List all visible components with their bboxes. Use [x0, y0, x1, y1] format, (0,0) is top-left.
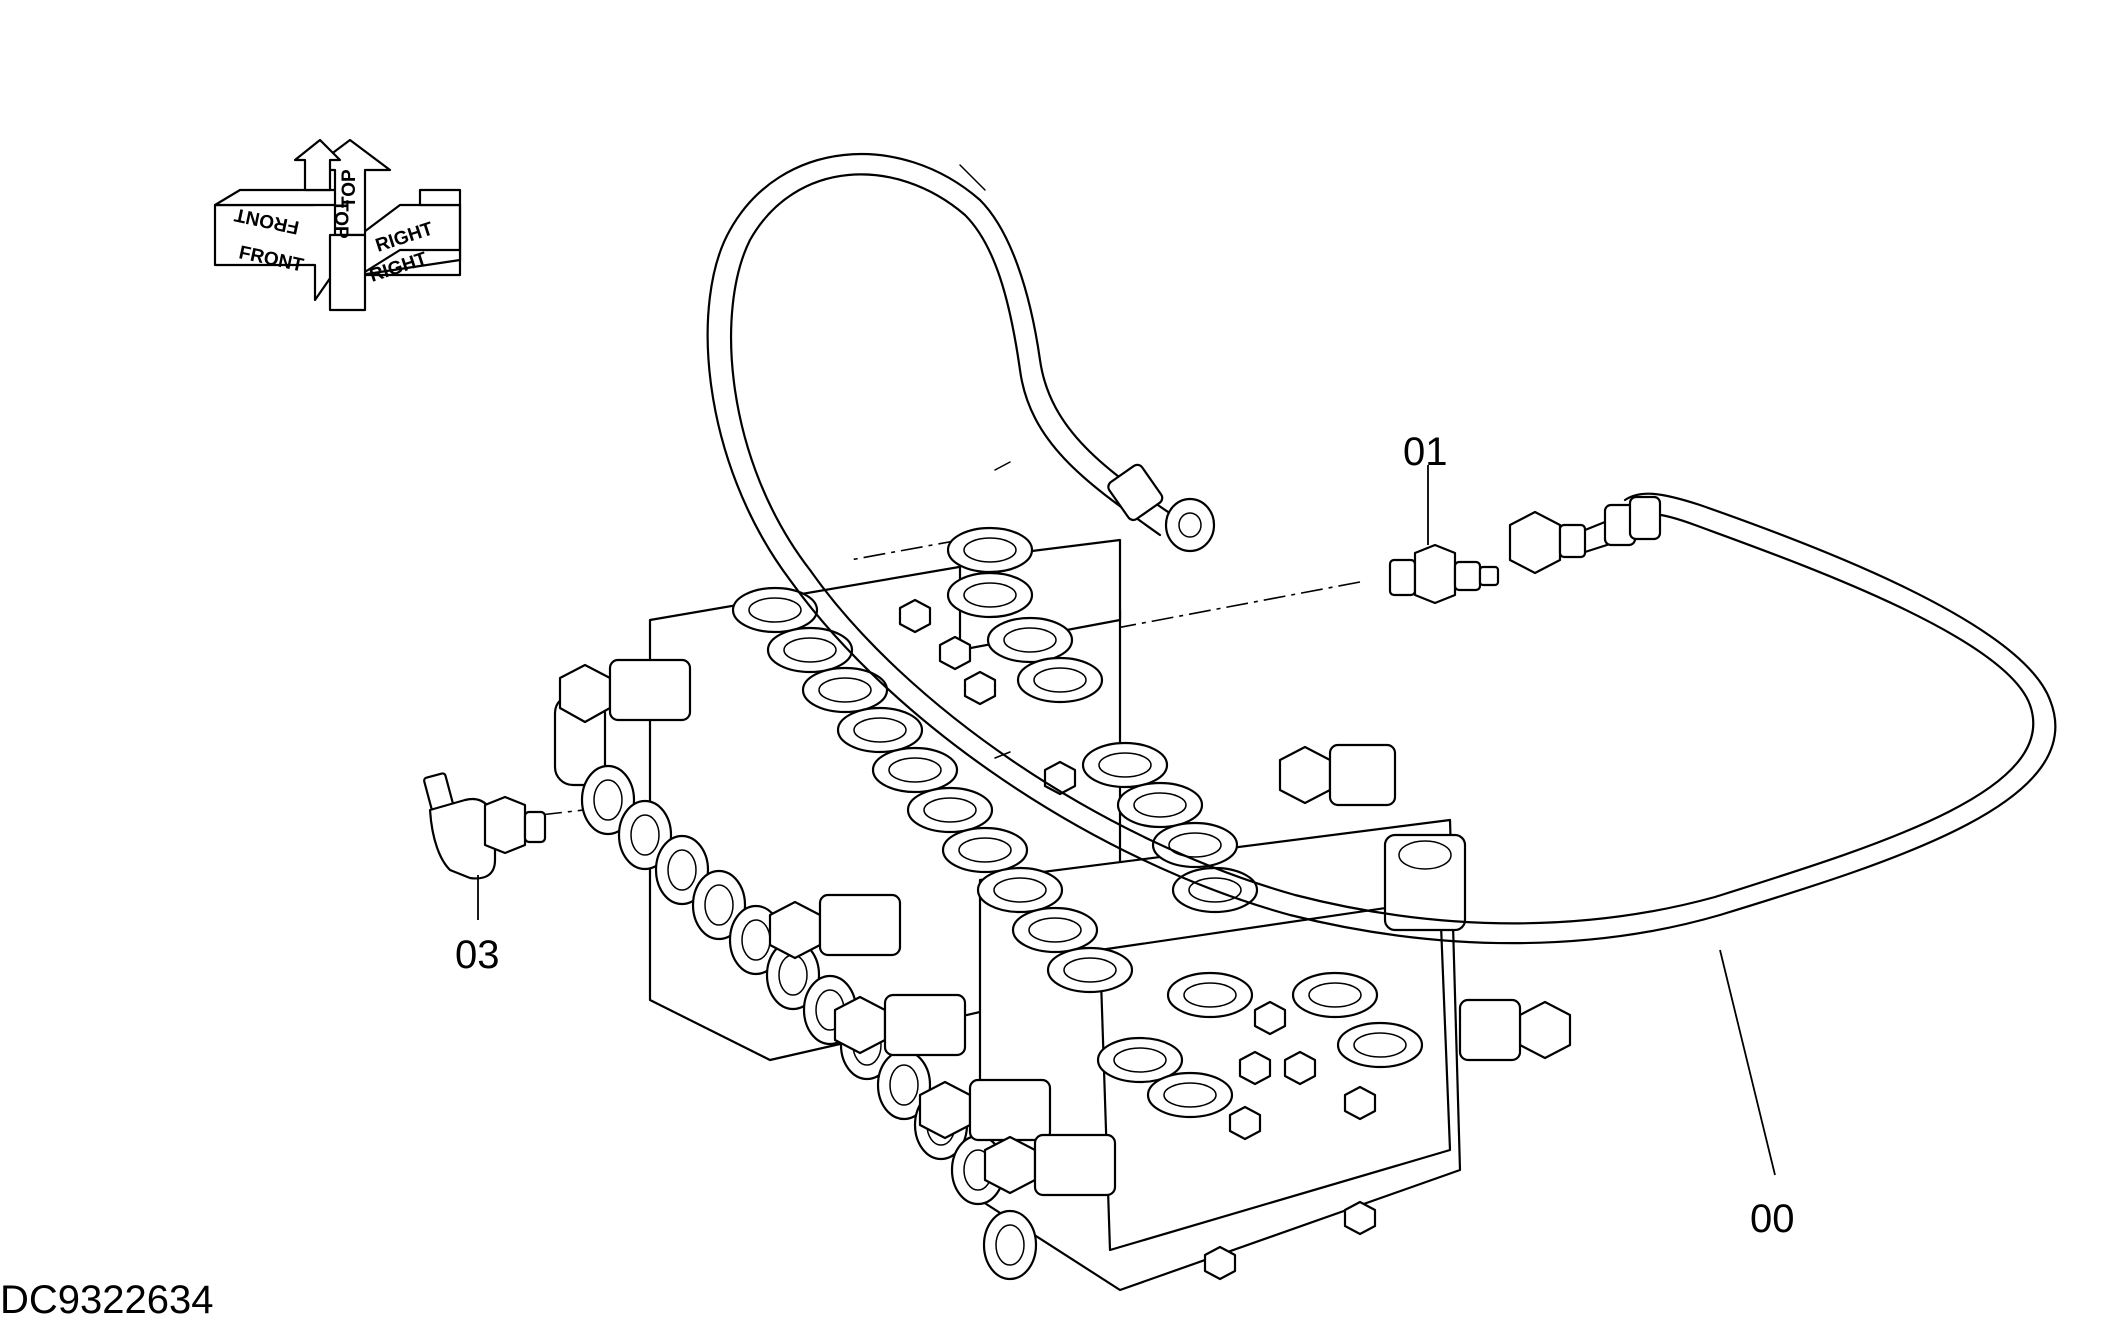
callout-00-label: 00 — [1750, 1197, 1795, 1241]
hose-end-fitting — [1508, 495, 1662, 575]
callout-03-label: 03 — [455, 933, 500, 977]
pilot-fittings — [558, 658, 1572, 1197]
control-valve-assembly — [539, 526, 1572, 1292]
orientation-top-mirror-label: TOP — [339, 169, 360, 208]
drawing-number: DC9322634 — [0, 1278, 214, 1322]
orientation-indicator: FRONT FRONT TOP TOP RIGHT RIGHT — [213, 138, 462, 312]
hose-00 — [706, 153, 2057, 945]
hose-outer-b — [729, 173, 2035, 925]
elbow-fitting-03 — [423, 772, 547, 880]
callout-01-label: 01 — [1403, 430, 1448, 474]
spool-caps — [553, 693, 1038, 1281]
orientation-top-label: TOP — [330, 200, 351, 239]
leader-00 — [1719, 949, 1776, 1176]
hose-outer-a — [706, 153, 2057, 945]
hex-nuts — [898, 598, 1377, 1281]
centerline-top — [849, 539, 961, 561]
fitting-01 — [1388, 543, 1500, 605]
port-flanges — [731, 526, 1424, 1119]
